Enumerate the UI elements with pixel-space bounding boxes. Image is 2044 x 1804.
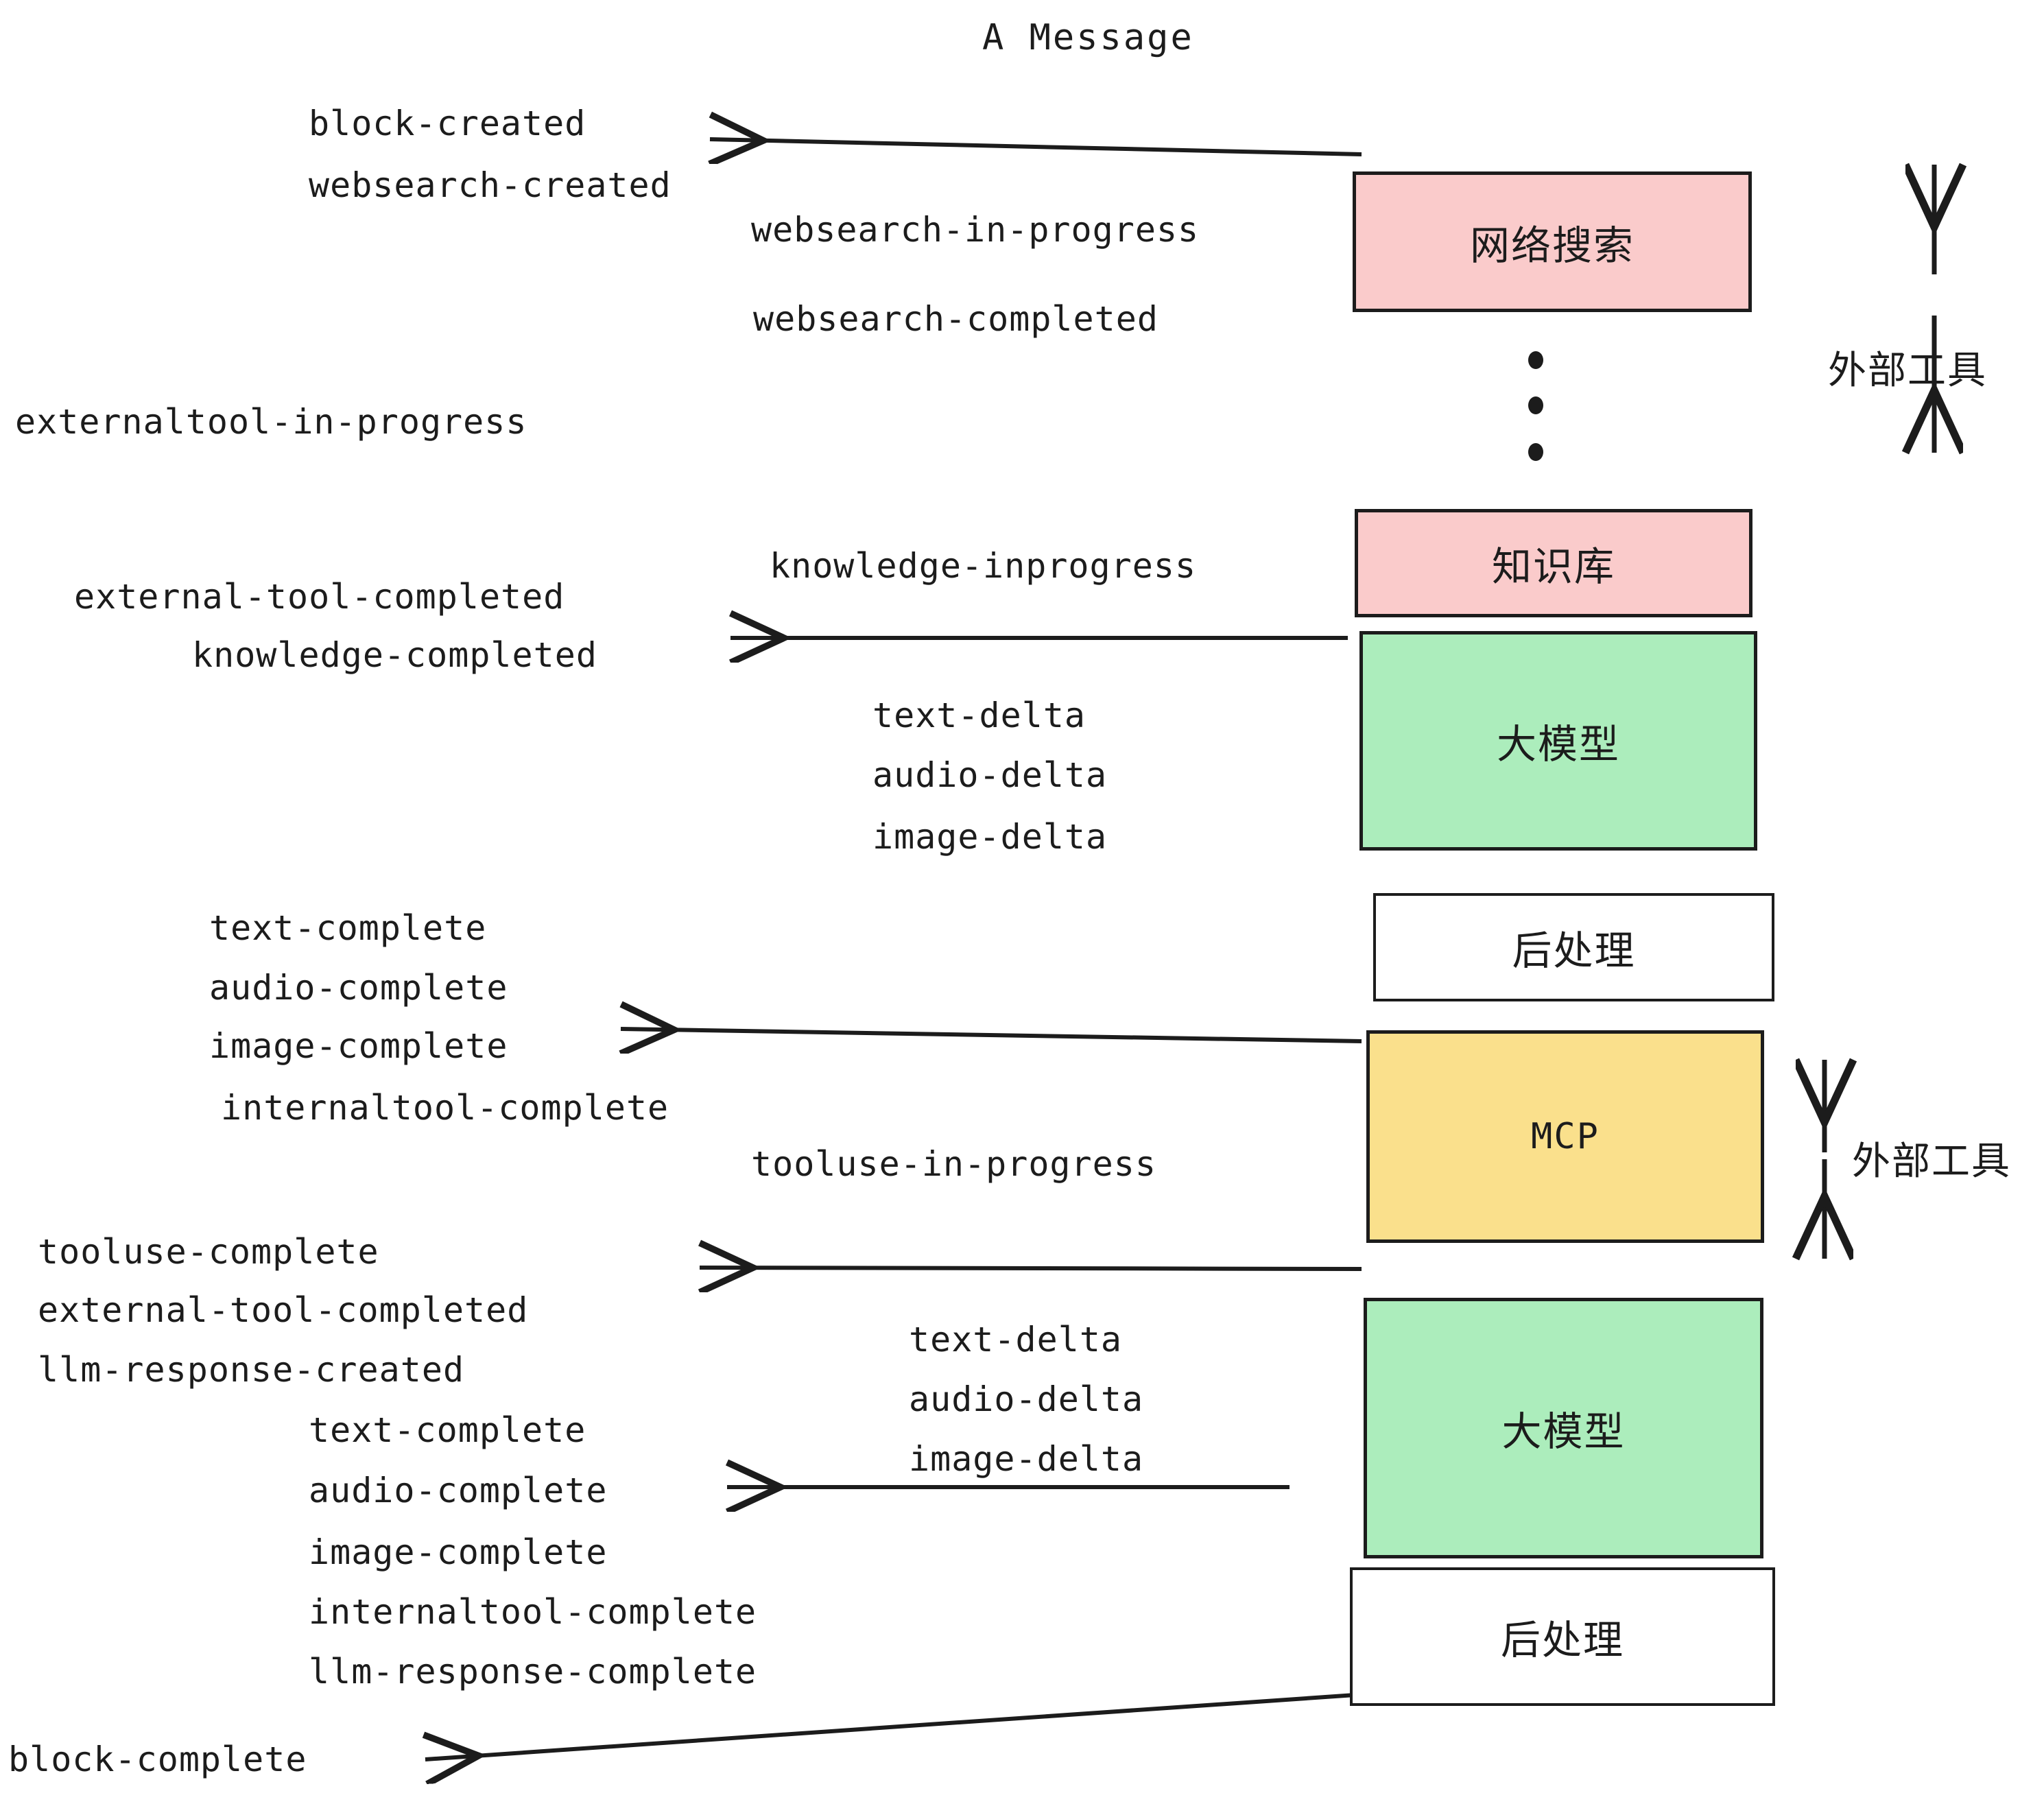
event-image-complete-2: image-complete (309, 1532, 608, 1572)
node-knowledge-base[interactable]: 知识库 (1355, 509, 1752, 617)
node-mcp[interactable]: MCP (1366, 1030, 1764, 1243)
arrow-postprocess-to-image-complete (621, 1029, 1362, 1041)
event-text-complete-2: text-complete (309, 1410, 586, 1450)
event-websearch-created: websearch-created (309, 165, 672, 205)
node-mcp-label: MCP (1531, 1116, 1600, 1157)
ellipsis-dot-3 (1528, 443, 1543, 461)
event-internaltool-complete-1: internaltool-complete (221, 1088, 669, 1128)
event-text-delta-2: text-delta (909, 1320, 1123, 1360)
event-image-delta-1: image-delta (872, 817, 1108, 857)
event-llm-response-created: llm-response-created (38, 1350, 465, 1390)
event-text-complete-1: text-complete (209, 908, 487, 948)
node-postprocess-second[interactable]: 后处理 (1350, 1567, 1775, 1706)
node-websearch-label: 网络搜索 (1469, 222, 1635, 269)
event-externaltool-in-progress: externaltool-in-progress (15, 402, 527, 442)
arrow-postprocess-to-block-complete (425, 1692, 1366, 1759)
ellipsis-dot-2 (1528, 396, 1543, 414)
annotation-external-tools-top: 外部工具 (1828, 348, 1987, 393)
annotation-external-tools-bottom: 外部工具 (1852, 1139, 2011, 1184)
event-image-delta-2: image-delta (909, 1439, 1144, 1479)
event-block-created: block-created (309, 104, 586, 143)
event-tooluse-in-progress: tooluse-in-progress (751, 1144, 1156, 1184)
node-llm-second-label: 大模型 (1501, 1408, 1626, 1455)
event-block-complete: block-complete (8, 1740, 307, 1779)
node-llm-second[interactable]: 大模型 (1364, 1298, 1763, 1558)
event-internaltool-complete-2: internaltool-complete (309, 1592, 757, 1632)
event-tooluse-complete: tooluse-complete (38, 1232, 379, 1272)
event-external-tool-completed-2: external-tool-completed (38, 1290, 529, 1330)
event-llm-response-complete: llm-response-complete (309, 1652, 757, 1692)
event-websearch-in-progress: websearch-in-progress (751, 210, 1200, 250)
event-external-tool-completed-1: external-tool-completed (74, 577, 565, 617)
node-knowledge-base-label: 知识库 (1491, 543, 1615, 590)
node-llm-first[interactable]: 大模型 (1359, 631, 1757, 851)
event-audio-delta-1: audio-delta (872, 755, 1108, 795)
event-text-delta-1: text-delta (872, 696, 1086, 735)
node-websearch[interactable]: 网络搜索 (1353, 171, 1752, 312)
node-postprocess-first[interactable]: 后处理 (1373, 893, 1774, 1001)
node-llm-first-label: 大模型 (1496, 721, 1620, 768)
event-knowledge-inprogress: knowledge-inprogress (770, 546, 1197, 586)
event-knowledge-completed: knowledge-completed (192, 635, 597, 675)
arrow-mcp-to-tooluse-complete (700, 1268, 1362, 1269)
ellipsis-dot-1 (1528, 351, 1543, 369)
event-image-complete-1: image-complete (209, 1026, 508, 1066)
arrow-websearch-to-created (710, 139, 1362, 154)
node-postprocess-second-label: 后处理 (1500, 1617, 1624, 1663)
page-title: A Message (982, 17, 1194, 58)
event-audio-delta-2: audio-delta (909, 1379, 1144, 1419)
event-audio-complete-1: audio-complete (209, 968, 508, 1008)
event-websearch-completed: websearch-completed (753, 299, 1158, 339)
event-audio-complete-2: audio-complete (309, 1471, 608, 1510)
node-postprocess-first-label: 后处理 (1512, 927, 1636, 974)
